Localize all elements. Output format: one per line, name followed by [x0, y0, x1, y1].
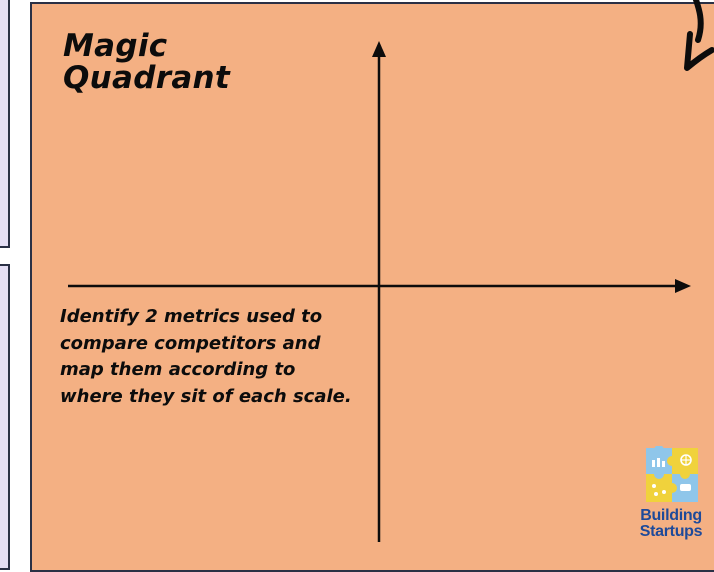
horizontal-axis-arrowhead [675, 279, 691, 293]
title-line-2: Quadrant [63, 60, 231, 96]
instructions-text: Identify 2 metrics used to compare compe… [60, 306, 352, 407]
logo-text-line-1: Building [640, 507, 702, 524]
building-startups-logo: Building Startups [634, 445, 708, 550]
previous-card-edge [0, 0, 10, 248]
title-line-1: Magic [63, 28, 168, 64]
page-title: Magic Quadrant [63, 30, 230, 94]
logo-text-line-2: Startups [639, 523, 703, 540]
curved-arrow-icon [684, 0, 714, 71]
vertical-axis-arrowhead [372, 41, 386, 57]
puzzle-icon [646, 445, 698, 502]
